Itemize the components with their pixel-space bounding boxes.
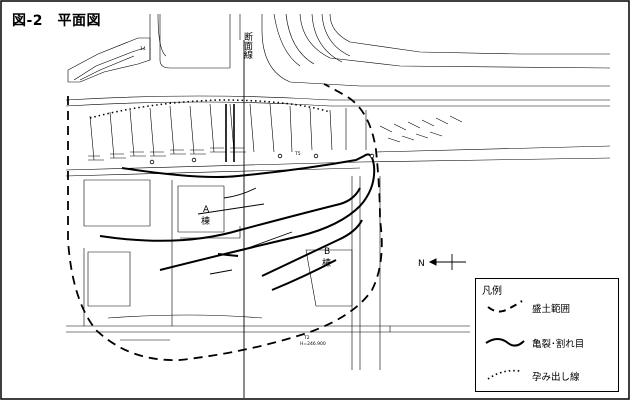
section-line-label: 断面線: [242, 31, 253, 59]
building-b-kanji: 棟: [322, 257, 331, 269]
retaining-wall-line: [225, 104, 235, 162]
site-linework: [65, 13, 611, 370]
legend-solid-symbol: [485, 338, 525, 347]
building-a-kanji: 棟: [201, 215, 210, 227]
building-a-letter: A: [203, 205, 210, 215]
road-elevation: H=246.900: [300, 341, 326, 347]
legend-box: 凡例 盛土範囲 亀裂･割れ目 孕み出し線: [475, 278, 619, 392]
legend-dashed-symbol: [487, 300, 523, 313]
north-arrow-icon: [428, 254, 466, 270]
legend-label-fill-extent: 盛土範囲: [532, 304, 571, 315]
crack-lines: [99, 153, 376, 291]
road-marker: T2: [303, 335, 310, 341]
figure-title: 図-2 平面図: [12, 13, 102, 29]
legend-symbols: [485, 300, 525, 380]
plot-number: 14: [140, 46, 146, 52]
swelling-line: [89, 99, 331, 119]
survey-markers: [149, 153, 375, 165]
legend-label-crack: 亀裂･割れ目: [532, 339, 585, 350]
legend-title: 凡例: [482, 286, 502, 297]
fill-extent-boundary: [67, 83, 383, 361]
legend-label-swelling: 孕み出し線: [532, 372, 580, 383]
north-label: N: [418, 259, 425, 269]
building-b-letter: B: [324, 247, 330, 257]
slope-label: T5: [294, 151, 301, 157]
legend-dotted-symbol: [487, 369, 521, 380]
minor-cracks: [197, 187, 293, 275]
